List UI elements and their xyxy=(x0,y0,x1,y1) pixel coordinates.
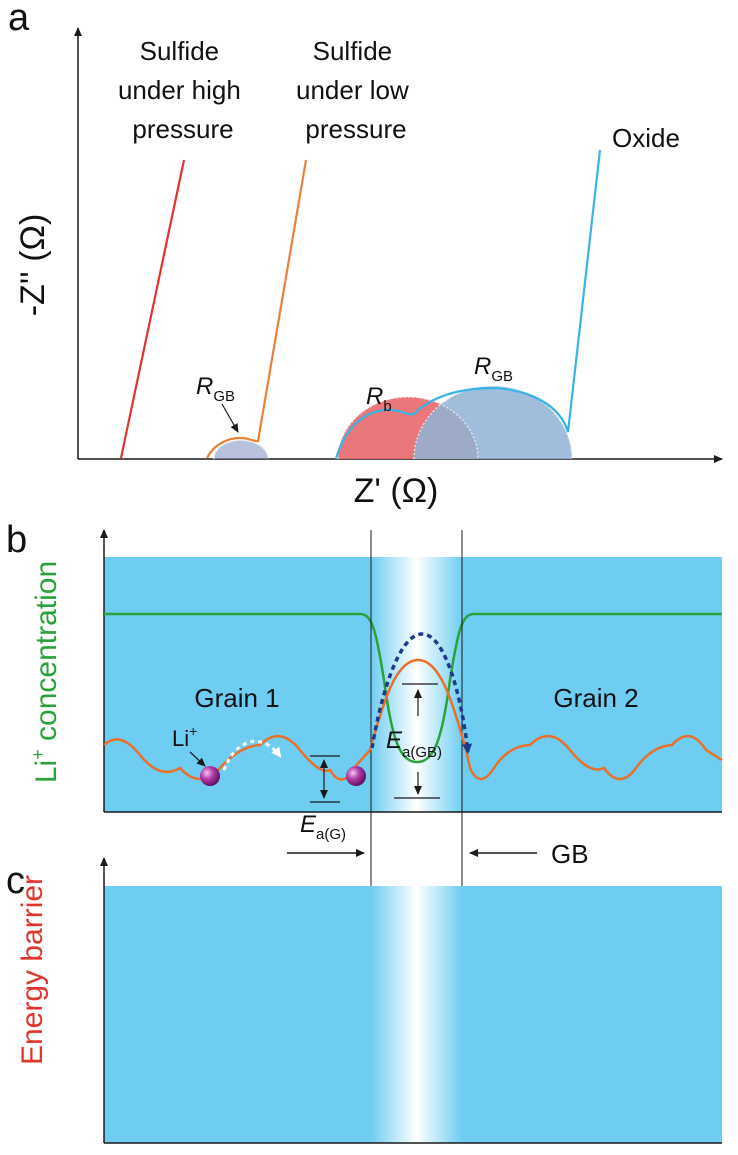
li-ion-1 xyxy=(200,766,220,786)
r-gb-low-pointer xyxy=(221,403,239,433)
li-ion-2 xyxy=(346,766,366,786)
gb-semicircle-oxide xyxy=(414,386,572,459)
panel-a-x-label: Z' (Ω) xyxy=(354,472,439,510)
ea-g-marker: Ea(G) xyxy=(300,755,346,843)
gb-semicircle-outline-low xyxy=(213,439,269,460)
li-ion-label: Li+ xyxy=(172,723,197,751)
bulk-semicircle-outline-oxide xyxy=(337,396,479,460)
panel-a: a -Z'' (Ω) Z' (Ω) Sulfide under high pre… xyxy=(8,0,723,510)
label-sulfide-high: Sulfide under high pressure xyxy=(118,36,248,144)
gb-label: GB xyxy=(551,839,589,869)
ea-gb-marker: Ea(GB) xyxy=(386,683,442,799)
ea-g-label: Ea(G) xyxy=(300,811,346,843)
grain-hop-arrow xyxy=(222,739,282,771)
li-concentration-curve xyxy=(104,612,722,764)
label-sulfide-low: Sulfide under low pressure xyxy=(296,36,416,144)
panel-c: c Energy barrier Li+ Ea(G) xyxy=(6,632,723,1144)
panel-c-letter: c xyxy=(6,860,25,902)
panel-c-grain-boundary xyxy=(371,886,462,1143)
label-oxide: Oxide xyxy=(612,123,680,153)
curve-sulfide-high xyxy=(119,159,186,459)
gb-hop-arrow xyxy=(370,632,473,754)
label-r-gb-oxide: RGB xyxy=(474,353,513,385)
panel-c-y-label: Energy barrier xyxy=(16,875,49,1065)
curve-sulfide-low xyxy=(206,159,308,459)
grain-2-label: Grain 2 xyxy=(553,683,638,713)
panel-a-letter: a xyxy=(8,0,30,39)
panel-b: b Li+ concentration Grain 1 Grain 2 xyxy=(6,519,722,813)
gb-indicator: GB xyxy=(287,839,589,869)
label-r-b: Rb xyxy=(366,383,392,415)
gb-semicircle-low xyxy=(214,440,268,459)
panel-a-y-label: -Z'' (Ω) xyxy=(14,214,52,317)
label-r-gb-low: RGB xyxy=(196,373,235,405)
curve-oxide xyxy=(334,149,602,460)
panel-b-letter: b xyxy=(6,519,27,561)
ea-gb-label: Ea(GB) xyxy=(386,727,442,761)
panel-b-y-label: Li+ concentration xyxy=(28,561,63,783)
li-ion-pointer xyxy=(189,751,206,767)
gb-semicircle-outline-oxide xyxy=(413,385,573,460)
grain-1-label: Grain 1 xyxy=(194,683,279,713)
